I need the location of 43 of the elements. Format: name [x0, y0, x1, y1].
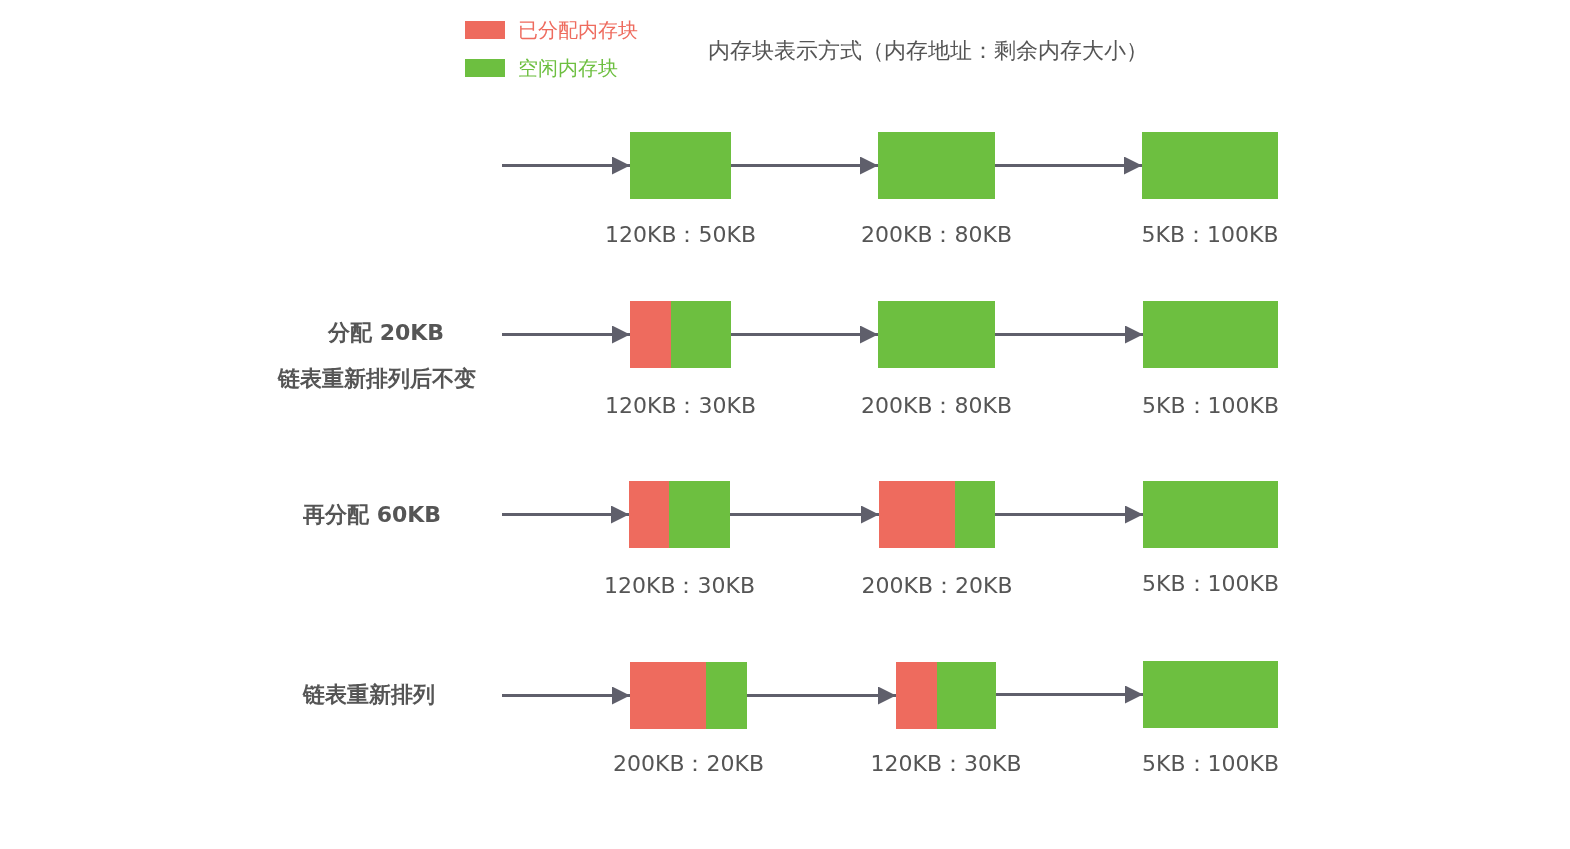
- memory-block: [878, 301, 995, 368]
- memory-block: [629, 481, 730, 548]
- block-label: 200KB：20KB: [861, 572, 1013, 600]
- memory-block: [630, 301, 731, 368]
- memory-block: [1143, 481, 1278, 548]
- arrow: [502, 325, 630, 344]
- legend-label: 空闲内存块: [518, 55, 618, 82]
- row-label: 再分配 60KB: [303, 501, 442, 529]
- arrow: [502, 505, 629, 524]
- arrow: [731, 325, 878, 344]
- block-label: 5KB：100KB: [1142, 750, 1279, 778]
- arrow: [747, 686, 896, 705]
- memory-block: [878, 132, 995, 199]
- block-label: 200KB：80KB: [861, 392, 1012, 420]
- memory-block: [1143, 661, 1278, 728]
- memory-block: [879, 481, 995, 548]
- legend-label: 已分配内存块: [518, 17, 638, 44]
- memory-block: [896, 662, 996, 729]
- arrow: [995, 156, 1142, 175]
- block-label: 120KB：30KB: [870, 750, 1022, 778]
- row-label: 分配 20KB: [328, 319, 445, 347]
- arrow: [502, 156, 630, 175]
- row-label: 链表重新排列: [303, 681, 435, 709]
- arrow: [995, 505, 1143, 524]
- memory-block: [630, 132, 731, 199]
- row-label: 链表重新排列后不变: [278, 365, 476, 393]
- arrow: [502, 686, 630, 705]
- arrow: [995, 325, 1143, 344]
- title: 内存块表示方式（内存地址：剩余内存大小）: [708, 37, 1148, 65]
- arrow: [996, 685, 1143, 704]
- block-label: 5KB：100KB: [1142, 570, 1279, 598]
- memory-block: [1143, 301, 1278, 368]
- arrow: [731, 156, 878, 175]
- block-label: 5KB：100KB: [1141, 221, 1279, 249]
- block-label: 120KB：30KB: [605, 392, 756, 420]
- block-label: 120KB：50KB: [605, 221, 756, 249]
- block-label: 200KB：80KB: [861, 221, 1012, 249]
- arrow: [730, 505, 879, 524]
- block-label: 200KB：20KB: [613, 750, 764, 778]
- memory-block: [630, 662, 747, 729]
- block-label: 120KB：30KB: [604, 572, 755, 600]
- block-label: 5KB：100KB: [1142, 392, 1279, 420]
- memory-block: [1142, 132, 1278, 199]
